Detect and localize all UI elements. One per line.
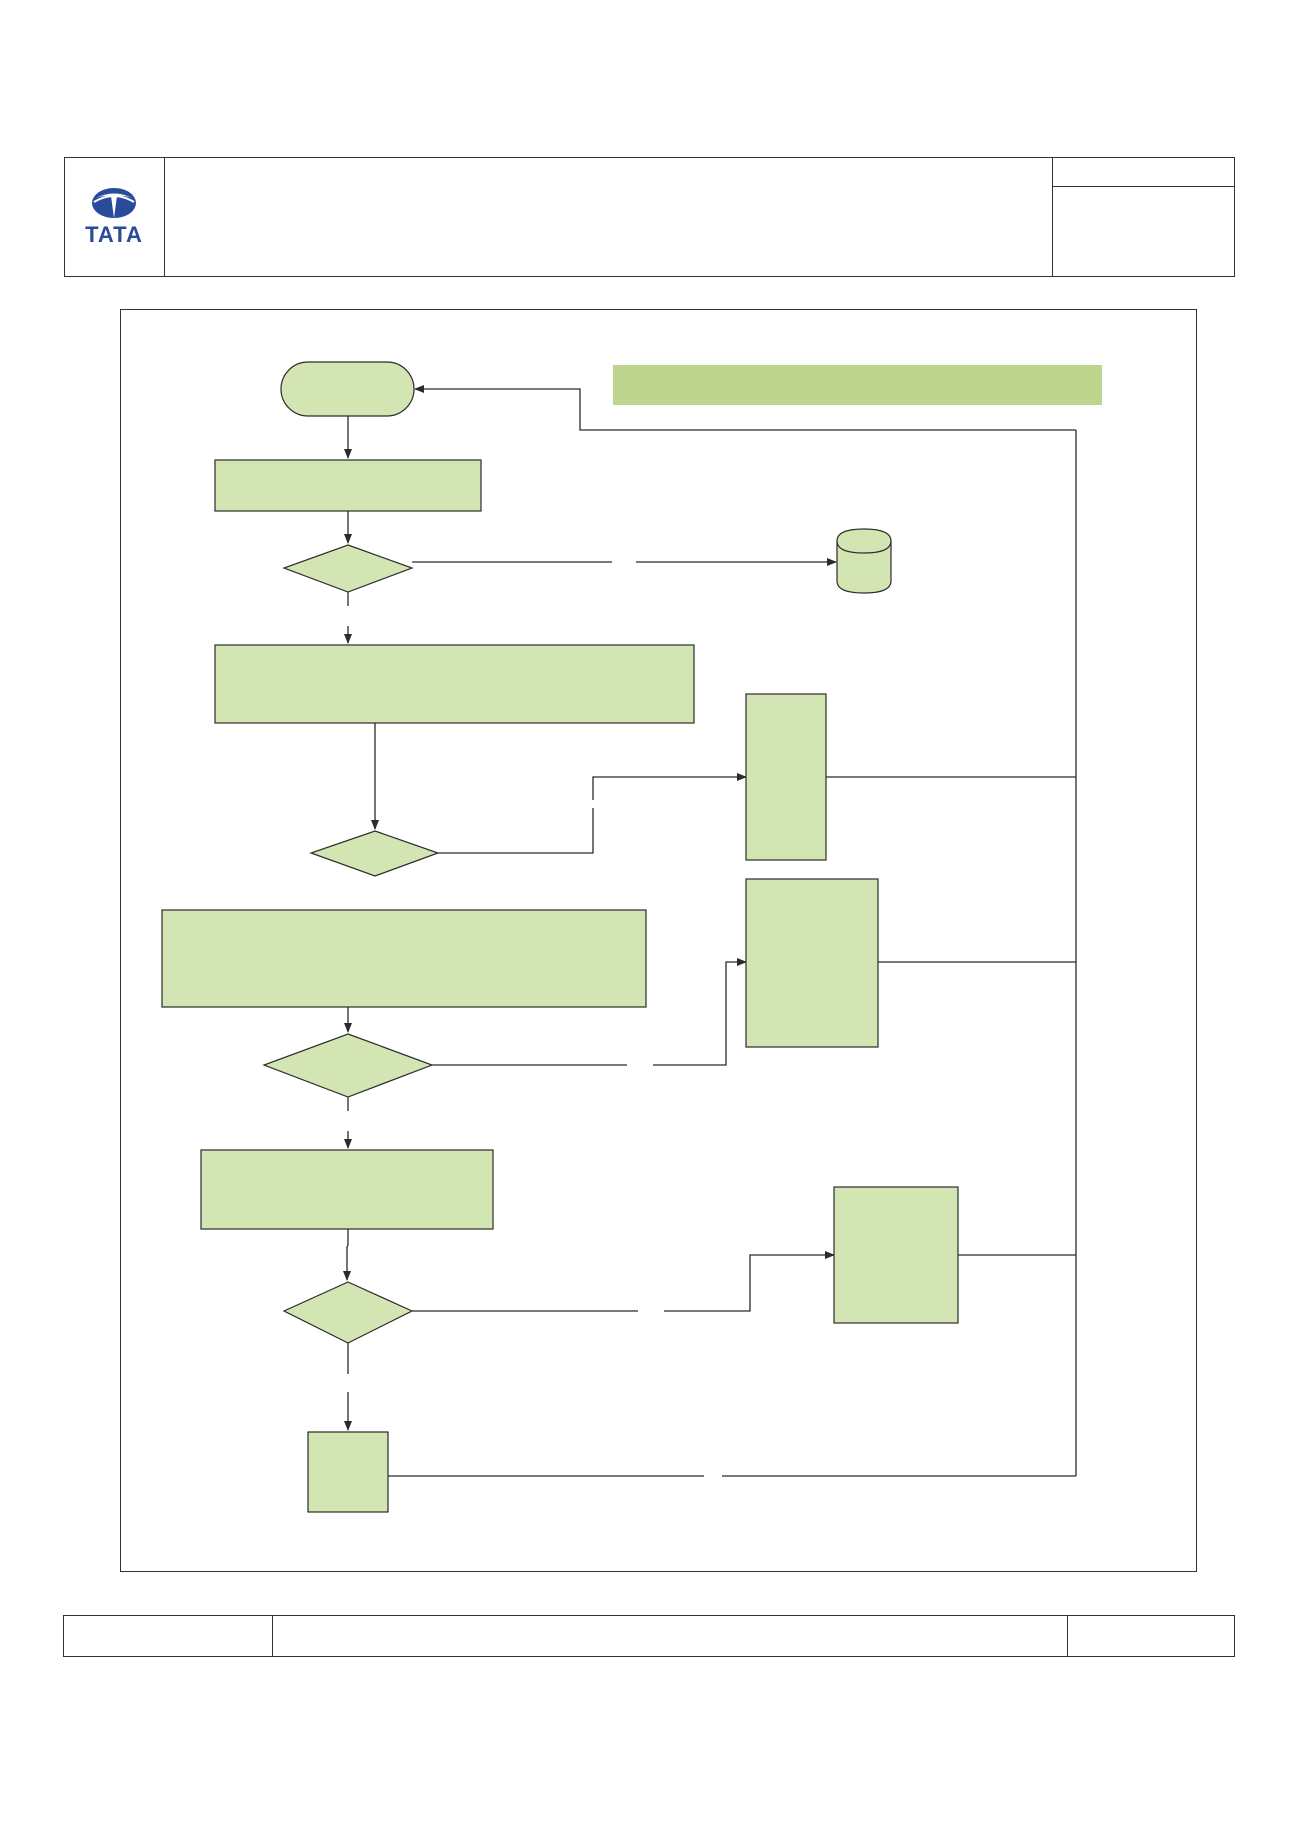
- footer-right-cell: [1067, 1615, 1235, 1657]
- edge-return-to-start: [414, 385, 1076, 431]
- decision-3: [262, 1033, 434, 1098]
- process-5: [307, 1431, 389, 1513]
- diagram-frame: [120, 309, 1197, 1572]
- process-3: [161, 909, 647, 1008]
- edge-decision-2-to-side-1-b: [592, 773, 747, 800]
- decision-1: [282, 544, 414, 593]
- start-terminator: [280, 361, 415, 417]
- edge-process-4-to-decision-4: [343, 1229, 351, 1281]
- process-4: [200, 1149, 494, 1230]
- edge-decision-3-to-side-2-b: [653, 958, 747, 1066]
- end-cylinder: [836, 528, 892, 594]
- process-1: [214, 459, 482, 512]
- decision-4: [282, 1281, 414, 1344]
- tata-logo: TATA: [64, 158, 164, 276]
- side-process-3: [833, 1186, 959, 1324]
- tata-logo-text: TATA: [85, 222, 143, 247]
- header-info-divider: [1052, 186, 1235, 187]
- banner: [613, 365, 1102, 405]
- edge-decision-4-to-side-3-b: [664, 1251, 835, 1312]
- process-2: [214, 644, 695, 724]
- side-process-1: [745, 693, 827, 861]
- tata-logo-icon: [92, 188, 136, 218]
- edge-decision-2-to-side-1-a: [438, 808, 594, 854]
- decision-2: [309, 830, 440, 877]
- header-info-cell: [1052, 157, 1235, 277]
- side-process-2: [745, 878, 879, 1048]
